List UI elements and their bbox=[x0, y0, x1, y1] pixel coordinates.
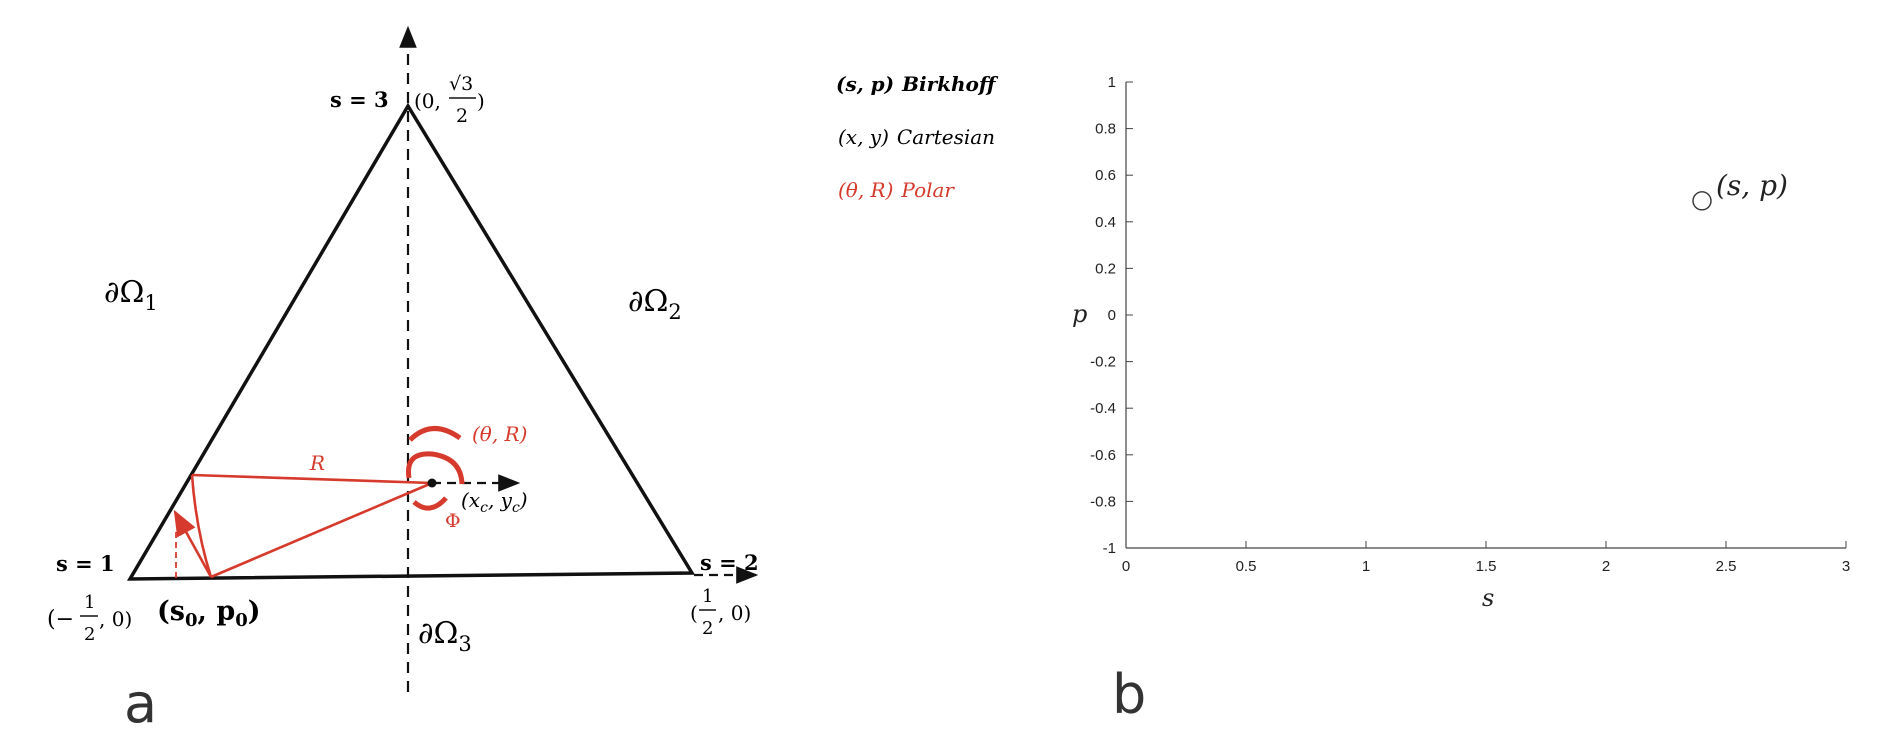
y-tick-label: 1 bbox=[1108, 74, 1116, 91]
x-tick-label: 2 bbox=[1602, 558, 1610, 575]
legend-item-cartesian: (x, y)Cartesian bbox=[838, 125, 995, 149]
phi-label: Φ bbox=[445, 510, 461, 532]
y-tick-label: -0.4 bbox=[1090, 400, 1116, 417]
theta-arc-upper bbox=[408, 426, 462, 442]
x-tick-label: 2.5 bbox=[1716, 558, 1737, 575]
polar-construction bbox=[173, 426, 465, 579]
vertex-right-coord-prefix: ( bbox=[690, 601, 698, 625]
boundary-2-label: ∂Ω2 bbox=[628, 284, 682, 324]
boundary-3-label: ∂Ω3 bbox=[418, 616, 472, 656]
vertex-left-coord-suffix: , 0) bbox=[99, 607, 132, 631]
y-tick-label: 0.2 bbox=[1095, 260, 1116, 277]
theta-arc-mid bbox=[405, 451, 465, 485]
coordinate-legend: (s, p)Birkhoff (x, y)Cartesian (θ, R)Pol… bbox=[836, 72, 999, 202]
y-tick-label: 0 bbox=[1108, 307, 1116, 324]
marker-label: (s, p) bbox=[1716, 169, 1788, 202]
chord-line bbox=[210, 481, 433, 579]
vertex-top-coord-num: √3 bbox=[449, 73, 473, 95]
y-tick-label: -0.2 bbox=[1090, 354, 1116, 371]
data-point-marker bbox=[1692, 191, 1712, 211]
vertex-top-coord-den: 2 bbox=[456, 105, 468, 127]
x-tick-label: 0 bbox=[1122, 558, 1130, 575]
phi-arc bbox=[412, 496, 448, 511]
radius-line bbox=[191, 473, 433, 485]
radius-label: R bbox=[309, 451, 325, 475]
vertex-right-s-label: s = 2 bbox=[700, 550, 759, 575]
triangle-domain bbox=[126, 102, 696, 581]
x-tick-label: 0.5 bbox=[1236, 558, 1257, 575]
y-tick-label: 0.8 bbox=[1095, 121, 1116, 138]
panel-a: s = 3 (0, √3 2 ) s = 1 (− 1 2 , 0) s = 2… bbox=[47, 25, 759, 732]
boundary-1-label: ∂Ω1 bbox=[104, 275, 158, 315]
panel-b-letter: b bbox=[1112, 663, 1146, 726]
legend-item-birkhoff: (s, p)Birkhoff bbox=[836, 72, 999, 96]
polar-label: (θ, R) bbox=[472, 422, 527, 446]
center-point bbox=[427, 478, 437, 488]
x-tick-label: 1.5 bbox=[1476, 558, 1497, 575]
boundary-arc bbox=[190, 474, 213, 578]
vertex-top-coord-suffix: ) bbox=[477, 89, 485, 113]
legend-item-polar: (θ, R)Polar bbox=[838, 178, 955, 202]
plot-points bbox=[1692, 191, 1712, 211]
vertex-left-s-label: s = 1 bbox=[56, 551, 115, 576]
vertex-top-coord-prefix: (0, bbox=[414, 89, 441, 113]
y-axis-label: p bbox=[1072, 300, 1087, 328]
vertex-right-coord-num: 1 bbox=[702, 586, 713, 607]
y-tick-label: -0.8 bbox=[1090, 493, 1116, 510]
x-tick-label: 3 bbox=[1842, 558, 1850, 575]
y-tick-label: -0.6 bbox=[1090, 447, 1116, 464]
panel-a-letter: a bbox=[124, 672, 157, 732]
direction-arrow bbox=[173, 509, 213, 578]
center-label: (xc, yc) bbox=[461, 488, 528, 516]
x-tick-label: 1 bbox=[1362, 558, 1370, 575]
x-axis-label: s bbox=[1482, 584, 1494, 612]
vertex-left-coord-prefix: (− bbox=[47, 607, 74, 632]
y-tick-label: -1 bbox=[1103, 540, 1116, 557]
panel-b-plot: 0 0.5 1 1.5 2 2.5 3 -1 -0.8 -0.6 -0.4 -0.2 0 0.2 0.4 0.… bbox=[1072, 74, 1850, 726]
vertex-left-coord-den: 2 bbox=[84, 624, 95, 645]
y-tick-label: 0.6 bbox=[1095, 167, 1116, 184]
vertex-left-coord-num: 1 bbox=[84, 592, 95, 613]
vertex-right-coord-suffix: , 0) bbox=[718, 601, 751, 625]
plot-ticks: 0 0.5 1 1.5 2 2.5 3 -1 -0.8 -0.6 -0.4 -0.2 0 0.2 0.4 0.… bbox=[1090, 74, 1850, 575]
y-tick-label: 0.4 bbox=[1095, 214, 1116, 231]
start-point-label: (s0, p0) bbox=[157, 596, 261, 631]
plot-axes bbox=[1125, 82, 1846, 549]
vertex-right-coord-den: 2 bbox=[702, 618, 713, 639]
vertex-top-s-label: s = 3 bbox=[330, 87, 389, 112]
